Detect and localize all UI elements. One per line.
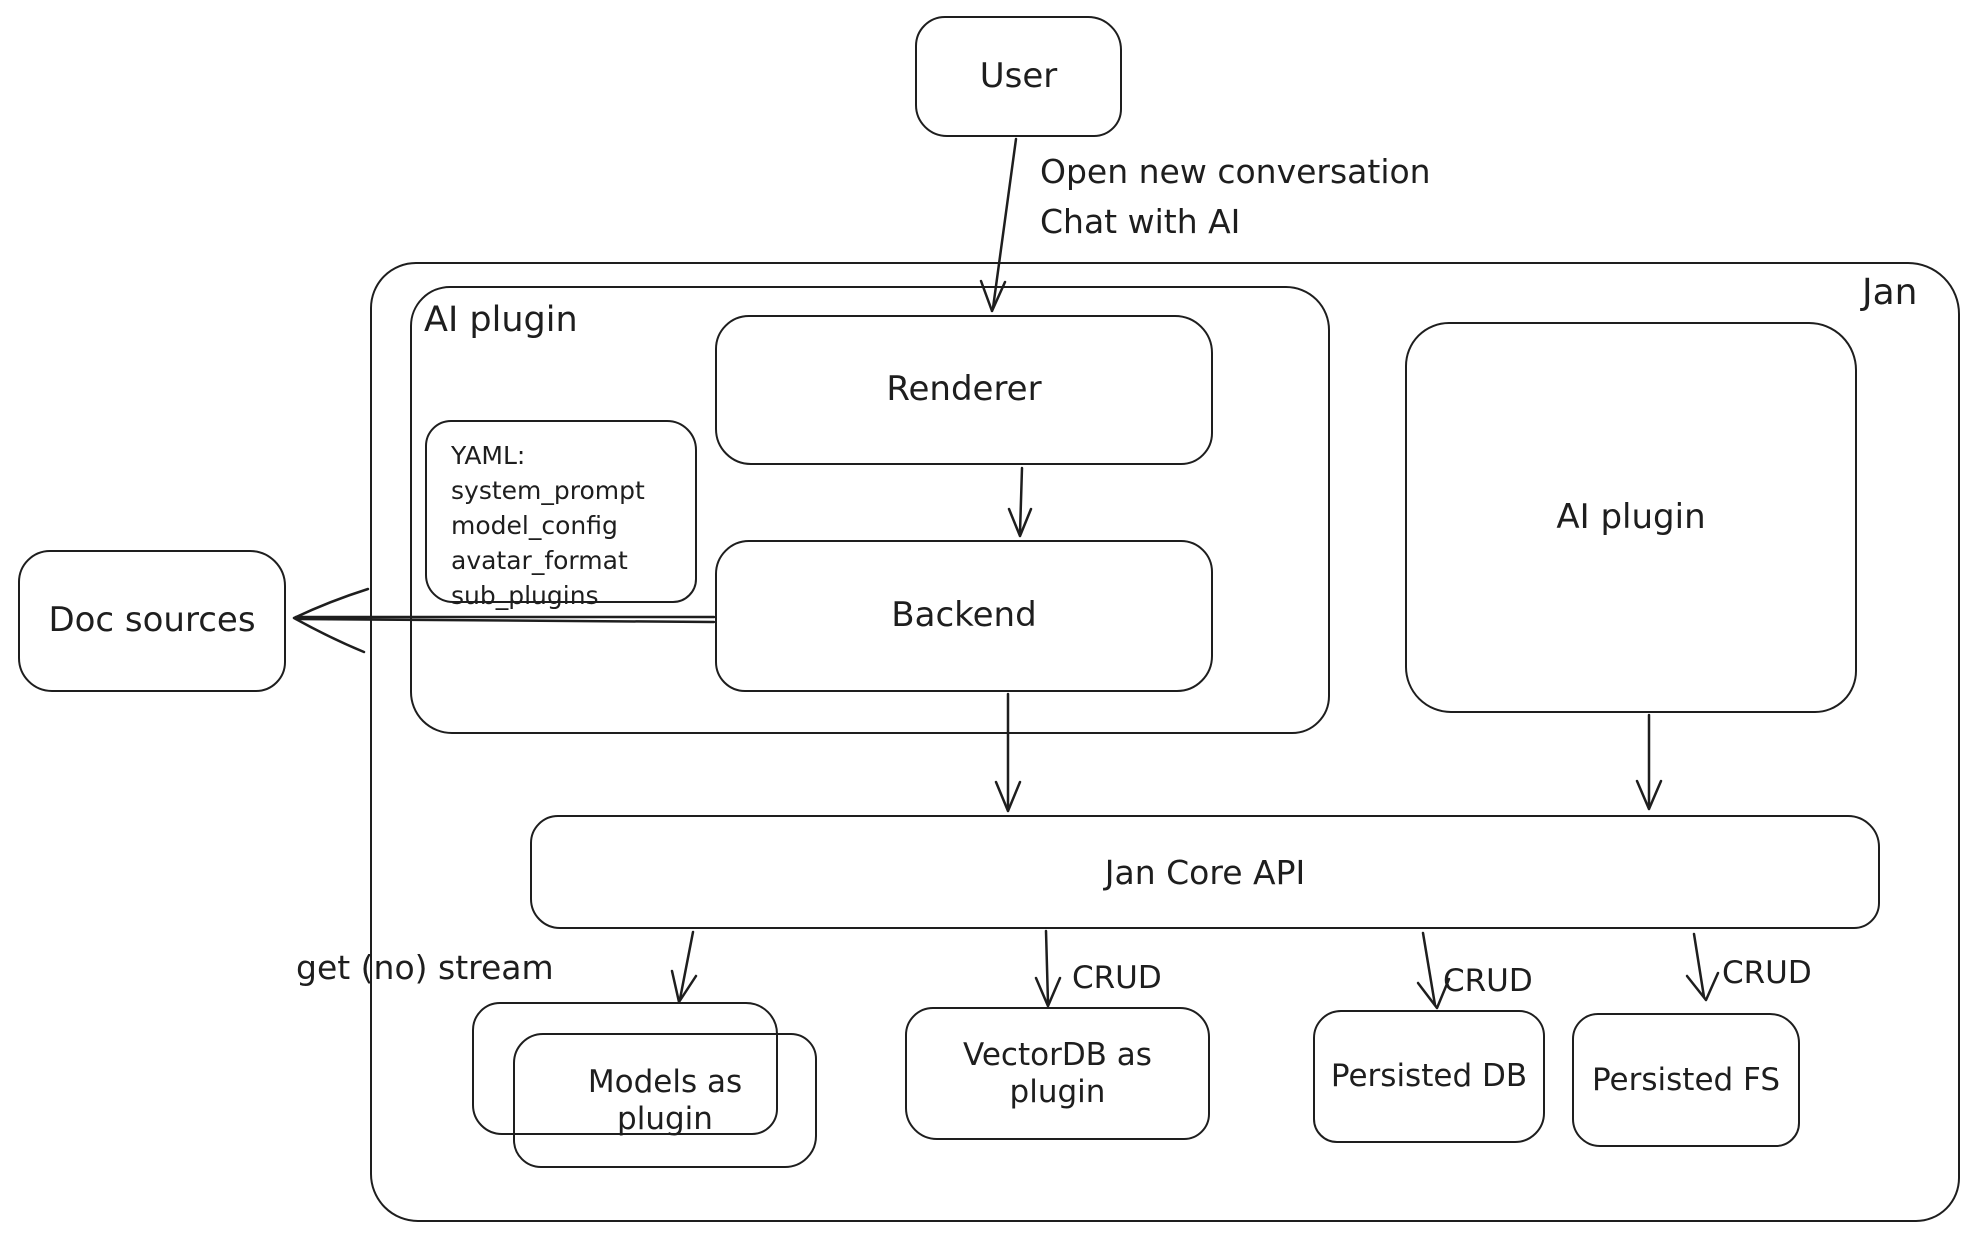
- node-jan-core-api-label: Jan Core API: [1104, 852, 1306, 892]
- yaml-line-avatar-format: avatar_format: [451, 546, 628, 575]
- note-yaml: YAML: system_prompt model_config avatar_…: [425, 420, 697, 610]
- node-doc-sources: Doc sources: [18, 550, 286, 692]
- node-doc-sources-label: Doc sources: [48, 600, 256, 641]
- edge-label-chat-with-ai: Chat with AI: [1040, 202, 1241, 241]
- node-models-as-plugin: Models as plugin: [513, 1033, 817, 1168]
- container-ai-plugin-left-label: AI plugin: [424, 300, 578, 340]
- container-jan-label: Jan: [1862, 272, 1918, 313]
- node-backend: Backend: [715, 540, 1213, 692]
- node-backend-label: Backend: [891, 595, 1037, 636]
- edge-label-crud-vectordb: CRUD: [1072, 960, 1162, 996]
- node-persisted-db-label: Persisted DB: [1330, 1058, 1528, 1095]
- yaml-line-model-config: model_config: [451, 511, 618, 540]
- node-jan-core-api: Jan Core API: [530, 815, 1880, 929]
- node-user: User: [915, 16, 1122, 137]
- node-vectordb-as-plugin-label: VectorDB as plugin: [963, 1036, 1152, 1110]
- yaml-line-title: YAML:: [451, 441, 526, 470]
- node-user-label: User: [979, 55, 1058, 96]
- node-ai-plugin-right-label: AI plugin: [1556, 496, 1706, 537]
- container-ai-plugin-left: [410, 286, 1330, 734]
- node-renderer-label: Renderer: [886, 369, 1042, 410]
- node-persisted-db: Persisted DB: [1313, 1010, 1545, 1143]
- node-vectordb-as-plugin: VectorDB as plugin: [905, 1007, 1210, 1140]
- node-renderer: Renderer: [715, 315, 1213, 465]
- node-persisted-fs: Persisted FS: [1572, 1013, 1800, 1147]
- node-ai-plugin-right: AI plugin: [1405, 322, 1857, 713]
- edge-label-crud-persisted-db: CRUD: [1443, 963, 1533, 999]
- container-jan: [370, 262, 1960, 1222]
- node-models-as-plugin-label: Models as plugin: [587, 1063, 743, 1137]
- edge-label-open-conversation: Open new conversation: [1040, 152, 1431, 191]
- node-models-as-plugin-back: [472, 1002, 778, 1135]
- edge-label-get-no-stream: get (no) stream: [296, 948, 554, 987]
- edge-label-crud-persisted-fs: CRUD: [1722, 955, 1812, 991]
- yaml-line-sub-plugins: sub_plugins: [451, 581, 599, 610]
- node-persisted-fs-label: Persisted FS: [1591, 1061, 1781, 1098]
- yaml-line-system-prompt: system_prompt: [451, 476, 645, 505]
